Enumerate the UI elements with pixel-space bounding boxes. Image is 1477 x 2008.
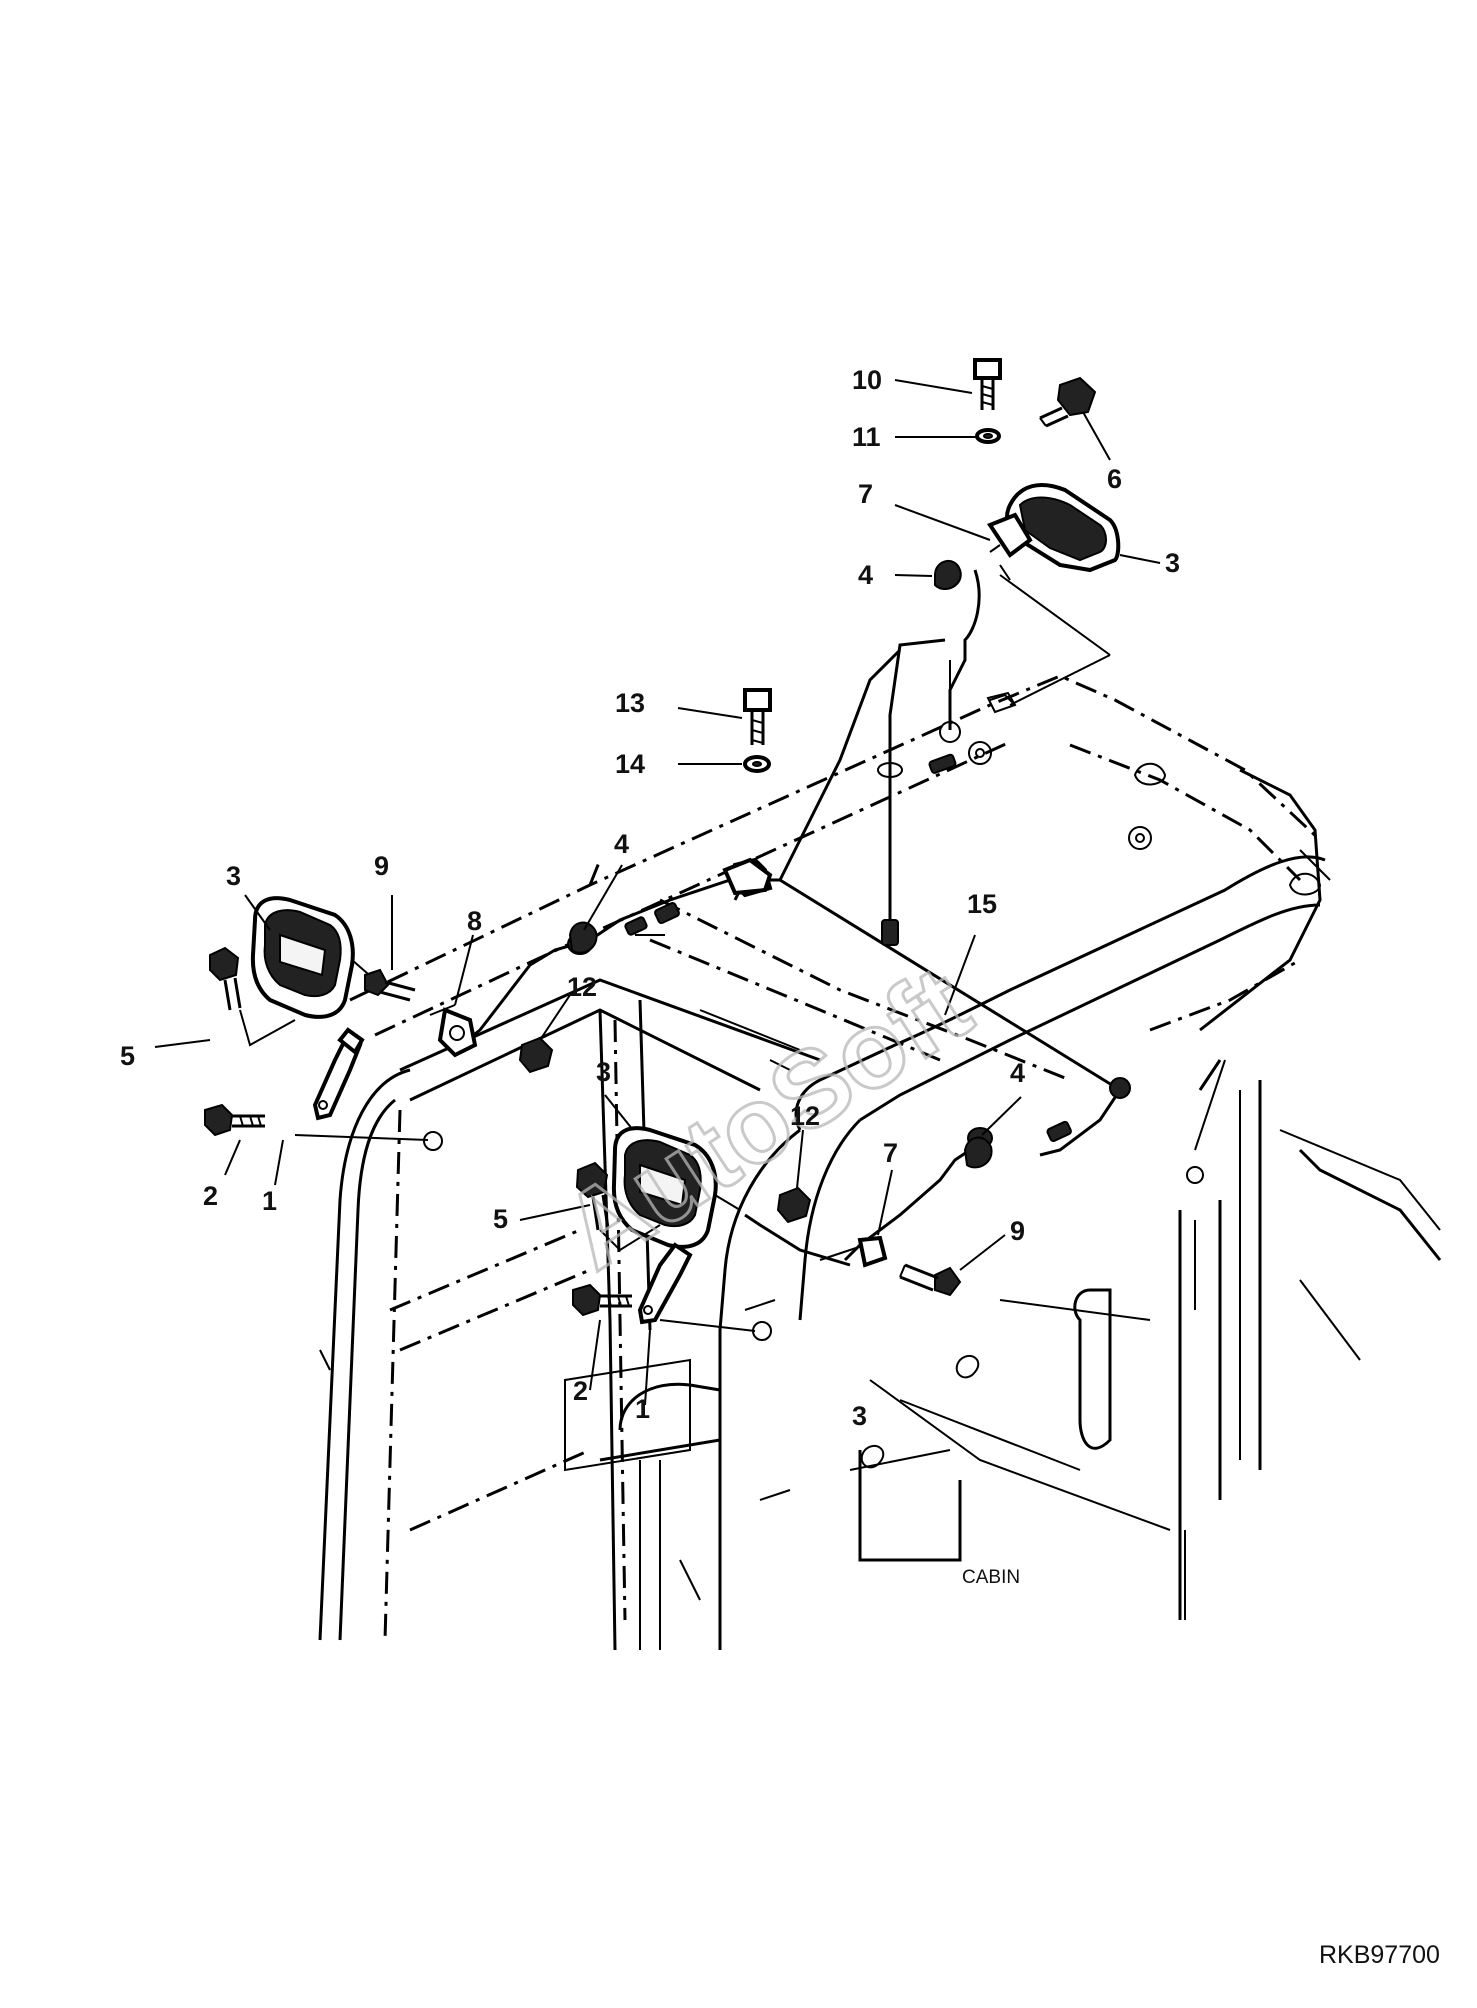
callout-labels: 10 11 6 7 4 3 13 14 4 3 9 8 15 12 5 3 4 … [120, 365, 1180, 1431]
callout-4: 4 [614, 829, 629, 859]
drawing-code: RKB97700 [1319, 1941, 1440, 1969]
bolt-9-left [364, 968, 416, 1002]
callout-12: 12 [567, 972, 597, 1002]
callout-1: 1 [262, 1186, 277, 1216]
callout-2: 2 [203, 1181, 218, 1211]
callout-9: 9 [374, 851, 389, 881]
callout-5: 5 [120, 1041, 135, 1071]
bolt-6 [1039, 376, 1097, 428]
callout-9: 9 [1010, 1216, 1025, 1246]
grommet-4-top [934, 560, 962, 590]
bolt-2-left [204, 1103, 265, 1137]
callout-5: 5 [493, 1204, 508, 1234]
callout-10: 10 [852, 365, 882, 395]
front-right-work-lamp [611, 1126, 741, 1249]
nut-12-center [776, 1186, 812, 1224]
callout-6: 6 [1107, 464, 1122, 494]
callout-3: 3 [852, 1401, 867, 1431]
grommet-4-center [963, 1136, 993, 1169]
rear-work-lamp [986, 483, 1121, 581]
callout-15: 15 [967, 889, 997, 919]
front-left-work-lamp [250, 896, 376, 1019]
callout-14: 14 [615, 749, 645, 779]
watermark: AutoSoft [542, 942, 990, 1292]
cabin-frame [318, 674, 1442, 1651]
callout-3: 3 [596, 1057, 611, 1087]
nut-12-left [518, 1036, 554, 1074]
callout-4: 4 [858, 560, 873, 590]
bolt-10 [973, 358, 1002, 410]
bracket-1-left [312, 1027, 365, 1121]
callout-3: 3 [1165, 548, 1180, 578]
diagram-caption: CABIN [962, 1567, 1020, 1588]
callout-12: 12 [790, 1101, 820, 1131]
washer-11 [975, 428, 1001, 444]
washer-14 [743, 755, 771, 773]
clamp-8 [429, 1004, 478, 1058]
bolt-5-center [575, 1161, 610, 1231]
callout-2: 2 [573, 1376, 588, 1406]
callout-7: 7 [858, 479, 873, 509]
bolt-2-center [572, 1283, 632, 1317]
bolt-9-center [899, 1263, 962, 1297]
grommet-4-left [568, 921, 598, 954]
bracket-1-center [637, 1242, 693, 1325]
callout-8: 8 [467, 906, 482, 936]
callout-3: 3 [226, 861, 241, 891]
bolt-5-left [209, 946, 242, 1011]
bolt-13 [743, 688, 772, 745]
bracket-13-base [722, 857, 773, 896]
leader-lines [154, 379, 1161, 1406]
callout-1: 1 [635, 1394, 650, 1424]
callout-4: 4 [1010, 1058, 1025, 1088]
callout-11: 11 [852, 422, 881, 452]
callout-7: 7 [883, 1138, 898, 1168]
callout-13: 13 [615, 688, 645, 718]
clamp-7-center [857, 1235, 888, 1268]
